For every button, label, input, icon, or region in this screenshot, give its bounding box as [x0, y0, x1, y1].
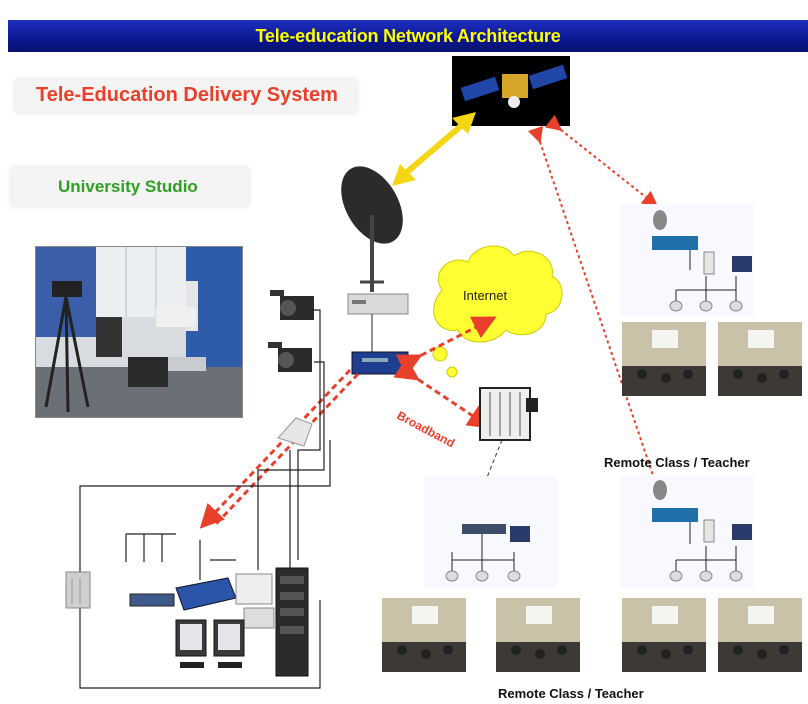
- internet-cloud-icon: [432, 245, 563, 378]
- studio-label: University Studio: [58, 177, 198, 196]
- remote-class-caption-lower: Remote Class / Teacher: [498, 686, 644, 701]
- delivery-system-label: Tele-Education Delivery System: [36, 84, 338, 106]
- remote-site-lower-center: [424, 476, 558, 588]
- studio-cabling: [125, 309, 325, 580]
- page-title: Tele-education Network Architecture: [255, 26, 561, 46]
- router-icon: [351, 351, 409, 375]
- remote-site-upper: [620, 204, 754, 316]
- network-switch-icon: [129, 573, 275, 629]
- satellite-modem-icon: [347, 293, 409, 352]
- broadband-terminal-icon: [469, 387, 538, 521]
- satellite-link: [392, 112, 476, 186]
- delivery-system-label-box: Tele-Education Delivery System: [16, 80, 356, 112]
- computer-monitor-icon: [175, 619, 245, 668]
- server-rack-icon: [65, 567, 309, 677]
- studio-label-box: University Studio: [12, 168, 248, 206]
- camera-icon: [268, 290, 314, 447]
- satellite-dish-icon: [341, 166, 403, 292]
- classroom-photo: [382, 322, 802, 672]
- remote-class-caption-upper: Remote Class / Teacher: [604, 455, 750, 470]
- broadband-label: Broadband: [395, 408, 458, 450]
- studio-photo-graphic: [36, 247, 242, 417]
- dashed-links: [199, 114, 666, 529]
- remote-site-lower-right: [620, 476, 754, 588]
- internet-label: Internet: [463, 288, 507, 303]
- satellite-icon: [452, 56, 570, 126]
- title-bar: Tele-education Network Architecture: [8, 20, 808, 52]
- studio-photo: [35, 246, 243, 418]
